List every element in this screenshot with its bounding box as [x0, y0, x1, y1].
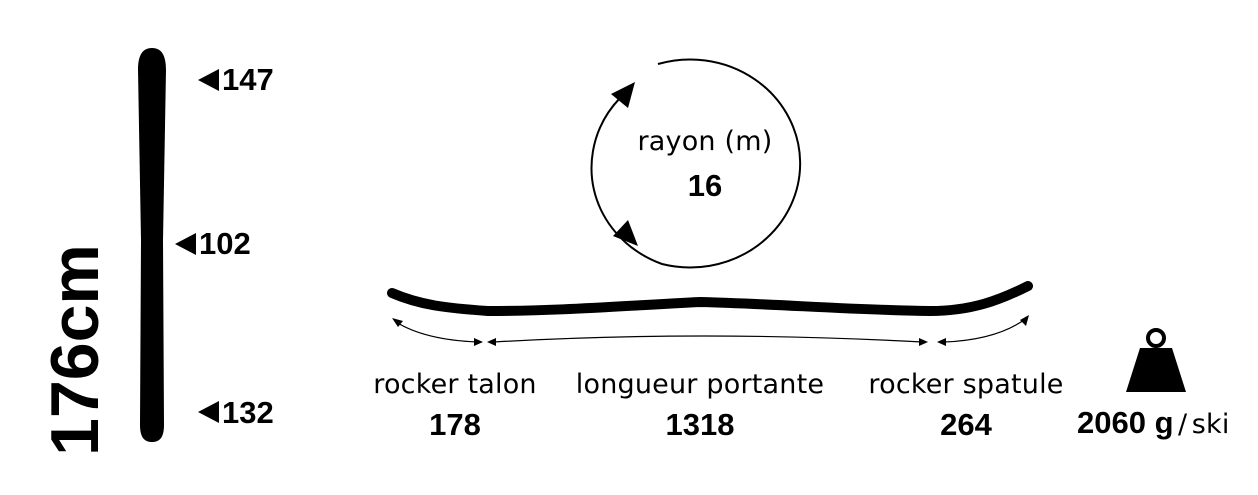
rocker-tip-value: 264	[940, 407, 992, 442]
weight-value: 2060 g	[1077, 405, 1174, 440]
width-arrow-tip-icon	[198, 69, 219, 91]
width-tip-value: 147	[222, 62, 274, 97]
weight-icon	[1126, 328, 1186, 392]
weight-separator: /	[1177, 409, 1188, 440]
radius-value: 16	[687, 168, 723, 203]
running-length-arrow-left-icon	[487, 338, 496, 346]
rocker-tail-label: rocker talon	[373, 369, 537, 400]
rocker-tail-value: 178	[429, 407, 481, 442]
rocker-tip-arrow-left-icon	[937, 338, 946, 346]
width-tail-value: 132	[222, 395, 274, 430]
rocker-tip-label: rocker spatule	[868, 369, 1064, 400]
running-length-label: longueur portante	[575, 369, 825, 400]
running-length-arrow-right-icon	[919, 338, 928, 346]
radius-circle	[590, 58, 802, 269]
radius-arrow-top-icon	[611, 82, 635, 108]
width-arrow-waist-icon	[175, 233, 196, 255]
radius-arrow-bottom-icon	[613, 220, 638, 246]
rocker-tail-arrow-right-icon	[474, 338, 483, 346]
rocker-tail-arrow-left-icon	[392, 318, 403, 327]
weight-readout: 2060 g / ski	[1077, 406, 1230, 440]
weight-unit: ski	[1191, 409, 1230, 440]
rocker-tip-arrow-right-icon	[1020, 315, 1029, 326]
ski-length-label: 176cm	[37, 244, 113, 456]
width-arrow-tail-icon	[198, 401, 219, 423]
running-length-dimension	[493, 335, 923, 343]
ski-top-view	[138, 48, 166, 442]
rocker-tip-dimension	[943, 319, 1025, 343]
rocker-tail-dimension	[395, 321, 479, 343]
running-length-value: 1318	[665, 407, 735, 442]
ski-profile	[387, 281, 1033, 317]
width-waist-value: 102	[199, 226, 251, 261]
radius-label: rayon (m)	[637, 126, 773, 157]
